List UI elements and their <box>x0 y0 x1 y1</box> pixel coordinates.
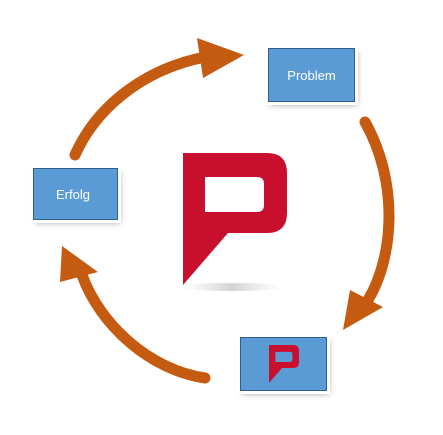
arrow-erfolg-to-problem <box>69 38 244 161</box>
problem-node: Problem <box>268 48 355 102</box>
erfolg-label: Erfolg <box>56 186 90 202</box>
arrow-problem-to-logo <box>343 116 395 330</box>
erfolg-node: Erfolg <box>33 168 118 220</box>
problem-label: Problem <box>287 67 336 83</box>
logo-node <box>240 337 327 391</box>
p-logo-icon <box>268 345 299 383</box>
arrow-logo-to-erfolg <box>60 246 211 384</box>
center-p-logo-icon <box>180 153 287 291</box>
